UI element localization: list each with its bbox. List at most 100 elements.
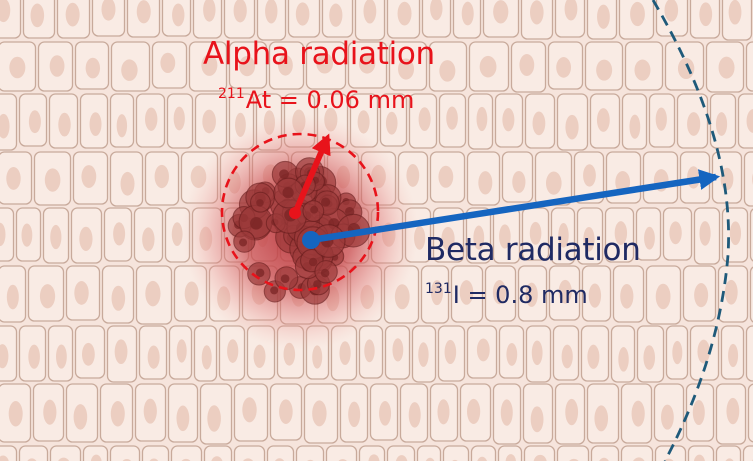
tissue-cell (135, 265, 173, 325)
tissue-cell (498, 325, 525, 379)
tissue-cell (321, 0, 354, 38)
tissue-cell (109, 151, 144, 207)
tissue-cell (194, 93, 228, 149)
tissue-cell (99, 383, 134, 443)
tissue-cell (550, 207, 576, 265)
beta-arrow (310, 169, 721, 244)
tumor-cell (247, 262, 271, 286)
tissue-cell (420, 265, 450, 324)
tissue-cell (552, 325, 580, 381)
tissue-cell (305, 41, 347, 90)
tissue-cell (470, 445, 497, 461)
tissue-cell (466, 151, 501, 206)
tissue-cell (303, 383, 339, 444)
tissue-cell (494, 93, 524, 148)
tissue-cell (0, 207, 15, 262)
tissue-cell (442, 445, 470, 461)
tissue-cell (428, 41, 468, 92)
tissue-cell (358, 325, 384, 379)
tissue-cell (386, 445, 416, 461)
tissue-cell (82, 445, 109, 461)
tissue-cell (18, 325, 47, 382)
tissue-cell (72, 151, 109, 205)
tissue-cell (497, 445, 523, 461)
tissue-cell (492, 383, 522, 445)
tissue-cell (468, 41, 510, 92)
tissue-cell (56, 0, 91, 39)
tumor-cell (302, 200, 325, 222)
tissue-cell (465, 207, 492, 264)
tissue-cell (624, 41, 664, 91)
tissue-cell (525, 325, 552, 383)
tissue-cell (138, 325, 168, 380)
tissue-cell (65, 383, 99, 443)
tissue-cell (268, 41, 305, 90)
tissue-cell (386, 0, 421, 39)
tissue-cell (74, 325, 106, 379)
tissue-cell (556, 93, 589, 151)
tissue-cell (103, 207, 133, 262)
tissue-cell (721, 207, 749, 263)
beta-range-arc (651, 0, 730, 461)
tissue-cell (369, 383, 399, 441)
tissue-cell (295, 445, 325, 461)
tissue-cell (416, 445, 442, 461)
tissue-cell (590, 445, 620, 461)
tissue-cell (547, 41, 584, 90)
tissue-cell (106, 325, 138, 383)
tissue-cell (709, 93, 737, 149)
tissue-cell (554, 0, 586, 38)
tissue-cell (0, 265, 27, 323)
tissue-cell (554, 383, 586, 445)
tissue-cell (33, 151, 72, 206)
tissue-cell (133, 207, 164, 263)
alpha-radiation-title: Alpha radiation (203, 36, 435, 72)
tissue-cell (151, 41, 188, 89)
tissue-cell (517, 265, 548, 322)
tissue-cell (203, 445, 233, 461)
tissue-cell (665, 325, 689, 380)
tissue-cell (429, 383, 459, 442)
tissue-cell (662, 207, 693, 261)
tissue-cell (18, 445, 49, 461)
tissue-cell (22, 0, 56, 39)
tissue-cell (170, 445, 203, 461)
tissue-cell (636, 325, 665, 383)
tissue-cell (192, 0, 223, 39)
tissue-cell (573, 151, 605, 204)
tissue-cell (0, 0, 22, 39)
tissue-cell (586, 383, 620, 444)
tissue-cell (32, 383, 65, 442)
tissue-cell (618, 0, 655, 40)
tumor-cell (233, 230, 256, 253)
tissue-cell (101, 265, 135, 324)
tissue-cell (522, 383, 554, 444)
tissue-cell (604, 207, 635, 263)
tissue-cell (141, 445, 170, 461)
tissue-cell (510, 41, 547, 93)
tissue-cell (70, 207, 103, 264)
tissue-cell (223, 0, 256, 39)
tissue-cell (589, 93, 621, 149)
tissue-cell (74, 41, 110, 90)
tissue-cell (408, 93, 438, 149)
tissue-cell (269, 383, 303, 441)
tissue-cell (584, 41, 624, 91)
tissue-cell (144, 151, 180, 206)
tissue-cell (580, 325, 610, 382)
tissue-cell (193, 325, 218, 382)
tissue-cell (256, 0, 287, 41)
tissue-cell (653, 383, 685, 442)
tissue-cell (228, 41, 268, 89)
tissue-cell (0, 41, 37, 92)
alpha-range-circle (220, 132, 380, 292)
tissue-cell (0, 445, 18, 461)
tissue-cell (711, 151, 743, 204)
tissue-cell (168, 325, 193, 380)
tissue-cell (354, 0, 386, 41)
tissue-cell (742, 445, 753, 461)
tissue-cell (676, 93, 709, 149)
tissue-cell (15, 207, 42, 262)
tissue-cell (0, 325, 18, 382)
tissue-cell (689, 325, 720, 381)
